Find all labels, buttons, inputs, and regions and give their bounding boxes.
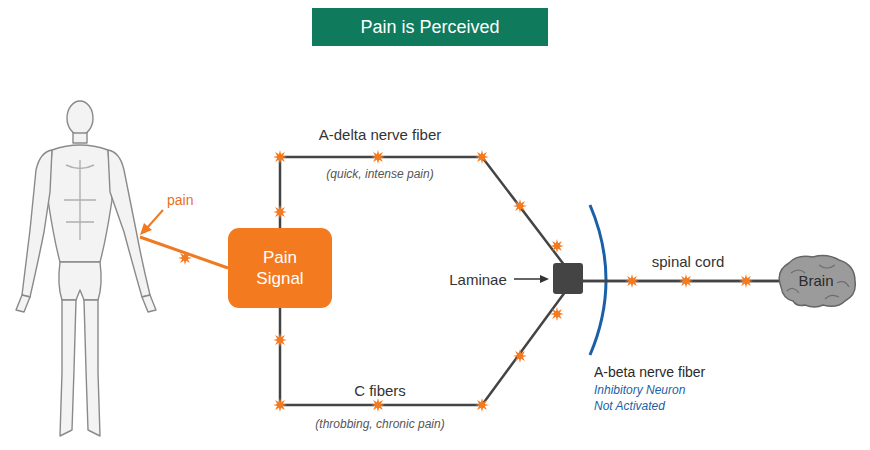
fiber-note: (throbbing, chronic pain) xyxy=(315,417,444,431)
signal-star xyxy=(550,307,564,321)
brain-node: Brain xyxy=(775,253,857,309)
signal-star xyxy=(625,274,639,288)
pain-pointer xyxy=(140,210,228,268)
signal-star xyxy=(371,398,385,412)
signal-star xyxy=(513,349,527,363)
fiber-name: C fibers xyxy=(354,382,406,399)
nerve-fiber-line xyxy=(280,281,779,405)
fiber-name: A-delta nerve fiber xyxy=(319,126,442,143)
signal-star xyxy=(178,251,192,265)
signal-star xyxy=(679,274,693,288)
signal-star xyxy=(475,398,489,412)
signal-star xyxy=(273,398,287,412)
node-text: Pain Signal xyxy=(238,247,322,290)
signal-star xyxy=(513,199,527,213)
fiber-note: (quick, intense pain) xyxy=(326,167,433,181)
node-text-group: Pain Signal xyxy=(238,247,322,290)
nerve-fiber-line xyxy=(280,157,779,281)
laminae-label: Laminae xyxy=(449,271,507,288)
neuron-note: Inhibitory Neuron xyxy=(594,383,685,397)
laminae-pointer xyxy=(514,275,549,283)
title-banner: Pain is Perceived xyxy=(312,8,548,46)
neuron-note: Not Activated xyxy=(594,399,665,413)
signal-star xyxy=(371,150,385,164)
signal-star xyxy=(273,205,287,219)
node-text-group: Brain xyxy=(798,272,833,291)
signal-box: Pain Signal xyxy=(228,228,332,308)
signal-star xyxy=(475,150,489,164)
laminae-square xyxy=(553,263,583,294)
signal-star xyxy=(550,239,564,253)
signal-star xyxy=(273,150,287,164)
signal-star xyxy=(739,274,753,288)
human-figure xyxy=(16,101,156,436)
spinal-cord-label: spinal cord xyxy=(652,253,725,270)
node-text: Brain xyxy=(798,272,833,291)
pain-label: pain xyxy=(167,192,193,208)
signal-star xyxy=(273,333,287,347)
fiber-name: A-beta nerve fiber xyxy=(594,364,705,380)
